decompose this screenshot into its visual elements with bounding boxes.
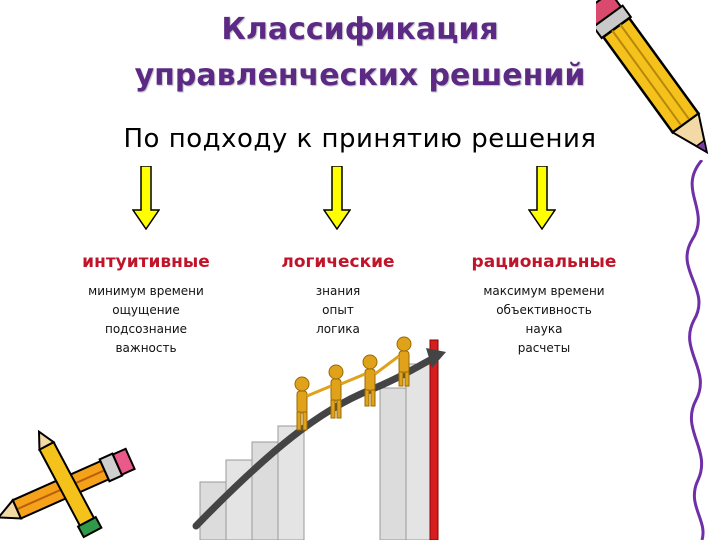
list-item: объективность [496,303,592,317]
squiggle-decoration [685,160,705,540]
list-item: подсознание [104,322,188,336]
list-item: максимум времени [483,284,605,298]
pencil-icon [596,0,709,155]
list-item: ощущение [112,303,180,317]
title-line-2: управленческих решений [134,58,586,93]
heading-intuitive: интуитивные [82,252,210,272]
list-intuitive: минимум времени ощущение подсознание важ… [46,282,246,358]
stairs-figures-illustration [192,336,446,540]
subtitle: По подходу к принятию решения [123,124,597,154]
list-item: расчеты [517,341,571,355]
list-item: наука [525,322,563,336]
list-item: опыт [322,303,354,317]
arrow-down-icon [528,166,556,230]
heading-logical: логические [281,252,395,272]
list-logical: знания опыт логика [238,282,438,339]
title-line-1: Классификация [221,12,499,47]
list-item: знания [315,284,361,298]
list-item: важность [115,341,177,355]
heading-rational: рациональные [471,252,617,272]
pencil-icon [0,430,136,539]
arrow-down-icon [132,166,160,230]
list-item: минимум времени [88,284,204,298]
arrow-down-icon [323,166,351,230]
list-rational: максимум времени объективность наука рас… [444,282,644,358]
list-item: логика [316,322,360,336]
